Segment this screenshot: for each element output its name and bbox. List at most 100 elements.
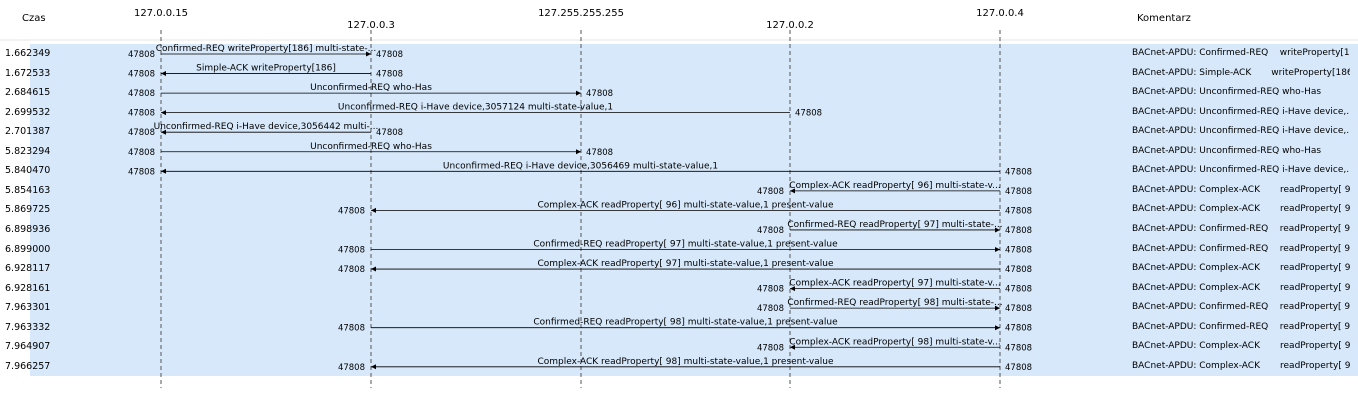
- arrow-head: [790, 188, 795, 194]
- arrow-head: [576, 149, 581, 155]
- arrow-head: [576, 90, 581, 96]
- port-label: 47808: [338, 363, 365, 373]
- row-time: 5.823294: [5, 145, 51, 157]
- host-header: 127.0.0.3: [347, 20, 395, 31]
- row-comment: BACnet-APDU: Unconfirmed-REQ i-Have devi…: [1132, 106, 1350, 117]
- port-label: 47808: [586, 148, 613, 158]
- message-label: Confirmed-REQ writeProperty[186] multi-s…: [156, 44, 377, 54]
- port-label: 47808: [1005, 324, 1032, 334]
- message-label: Complex-ACK readProperty[ 98] multi-stat…: [537, 357, 833, 367]
- arrow-head: [371, 266, 376, 272]
- row-time: 6.898936: [5, 223, 51, 235]
- arrow-head: [995, 247, 1000, 252]
- row-comment: BACnet-APDU: Complex-ACK readProperty[ 9…: [1132, 263, 1350, 274]
- message-label: Confirmed-REQ readProperty[ 97] multi-st…: [533, 240, 838, 250]
- port-label: 47808: [1005, 246, 1032, 256]
- port-label: 47808: [376, 50, 403, 60]
- row-comment: BACnet-APDU: Simple-ACK writeProperty[18…: [1132, 67, 1350, 78]
- row-comment: BACnet-APDU: Confirmed-REQ readProperty[…: [1132, 321, 1350, 332]
- row-comment: BACnet-APDU: Complex-ACK readProperty[ 9…: [1132, 282, 1350, 293]
- port-label: 47808: [128, 167, 155, 177]
- port-label: 47808: [128, 148, 155, 158]
- row-comment: BACnet-APDU: Complex-ACK readProperty[ 9…: [1132, 204, 1350, 215]
- comment-background: [1127, 44, 1358, 376]
- port-label: 47808: [757, 285, 784, 295]
- port-label: 47808: [1005, 187, 1032, 197]
- arrow-head: [161, 71, 166, 77]
- port-label: 47808: [1005, 167, 1032, 177]
- port-label: 47808: [757, 226, 784, 236]
- port-label: 47808: [1005, 285, 1032, 295]
- message-label: Confirmed-REQ readProperty[ 98] multi-st…: [533, 318, 838, 328]
- row-time: 6.899000: [5, 243, 51, 255]
- port-label: 47808: [1005, 226, 1032, 236]
- row-comment: BACnet-APDU: Confirmed-REQ writeProperty…: [1132, 48, 1350, 58]
- time-column-header: Czas: [22, 13, 46, 24]
- port-label: 47808: [757, 187, 784, 197]
- message-label: Complex-ACK readProperty[ 97] multi-stat…: [537, 259, 833, 269]
- row-time: 1.672533: [5, 67, 51, 79]
- port-label: 47808: [376, 70, 403, 80]
- message-label: Complex-ACK readProperty[ 96] multi-stat…: [537, 200, 833, 210]
- port-label: 47808: [338, 246, 365, 256]
- port-label: 47808: [338, 265, 365, 275]
- message-label: Unconfirmed-REQ who-Has: [310, 83, 432, 93]
- arrow-head: [161, 168, 166, 174]
- port-label: 47808: [1005, 265, 1032, 275]
- row-time: 7.963332: [5, 321, 51, 333]
- host-header: 127.255.255.255: [538, 8, 624, 19]
- host-header: 127.0.0.15: [133, 8, 189, 19]
- message-label: Unconfirmed-REQ i-Have device,3056469 mu…: [443, 161, 718, 171]
- port-label: 47808: [128, 89, 155, 99]
- port-label: 47808: [376, 128, 403, 138]
- row-time: 5.840470: [5, 165, 51, 177]
- row-comment: BACnet-APDU: Complex-ACK readProperty[ 9…: [1132, 184, 1350, 195]
- port-label: 47808: [1005, 206, 1032, 216]
- port-label: 47808: [795, 109, 822, 119]
- port-label: 47808: [128, 128, 155, 138]
- port-label: 47808: [338, 324, 365, 334]
- row-comment: BACnet-APDU: Unconfirmed-REQ i-Have devi…: [1132, 165, 1350, 176]
- row-comment: BACnet-APDU: Confirmed-REQ readProperty[…: [1132, 243, 1350, 254]
- port-label: 47808: [1005, 343, 1032, 353]
- arrow-head: [995, 325, 1000, 331]
- message-label: Unconfirmed-REQ i-Have device,3057124 mu…: [338, 103, 613, 113]
- comment-column-header: Komentarz: [1137, 13, 1191, 24]
- message-label: Unconfirmed-REQ i-Have device,3056442 mu…: [154, 122, 379, 132]
- message-label: Confirmed-REQ readProperty[ 98] multi-st…: [787, 298, 1002, 308]
- host-header: 127.0.0.4: [976, 8, 1024, 19]
- arrow-head: [790, 344, 795, 350]
- port-label: 47808: [1005, 363, 1032, 373]
- port-label: 47808: [128, 70, 155, 80]
- port-label: 47808: [1005, 304, 1032, 314]
- row-comment: BACnet-APDU: Unconfirmed-REQ who-Has: [1132, 145, 1322, 156]
- row-comment: BACnet-APDU: Confirmed-REQ readProperty[…: [1132, 302, 1350, 313]
- row-comment: BACnet-APDU: Complex-ACK readProperty[ 9…: [1132, 360, 1350, 371]
- host-header: 127.0.0.2: [766, 20, 814, 31]
- row-time: 5.854163: [5, 184, 51, 196]
- arrow-head: [790, 286, 795, 292]
- message-label: Complex-ACK readProperty[ 98] multi-stat…: [789, 337, 1000, 347]
- arrow-head: [161, 129, 166, 135]
- arrow-head: [995, 305, 1000, 311]
- port-label: 47808: [338, 206, 365, 216]
- message-label: Confirmed-REQ readProperty[ 97] multi-st…: [787, 220, 1002, 230]
- message-label: Simple-ACK writeProperty[186]: [196, 64, 336, 74]
- row-time: 2.701387: [5, 126, 51, 138]
- arrow-head: [366, 51, 371, 57]
- row-comment: BACnet-APDU: Complex-ACK readProperty[ 9…: [1132, 341, 1350, 352]
- arrow-head: [995, 227, 1000, 233]
- row-time: 7.964907: [5, 341, 51, 353]
- message-label: Complex-ACK readProperty[ 96] multi-stat…: [789, 181, 1000, 191]
- row-time: 7.966257: [5, 360, 51, 372]
- message-label: Unconfirmed-REQ who-Has: [310, 142, 432, 152]
- row-comment: BACnet-APDU: Unconfirmed-REQ who-Has: [1132, 87, 1322, 98]
- port-label: 47808: [757, 304, 784, 314]
- row-time: 1.662349: [5, 48, 51, 59]
- arrow-head: [371, 364, 376, 370]
- arrow-head: [371, 207, 376, 213]
- port-label: 47808: [128, 109, 155, 119]
- row-comment: BACnet-APDU: Unconfirmed-REQ i-Have devi…: [1132, 126, 1350, 137]
